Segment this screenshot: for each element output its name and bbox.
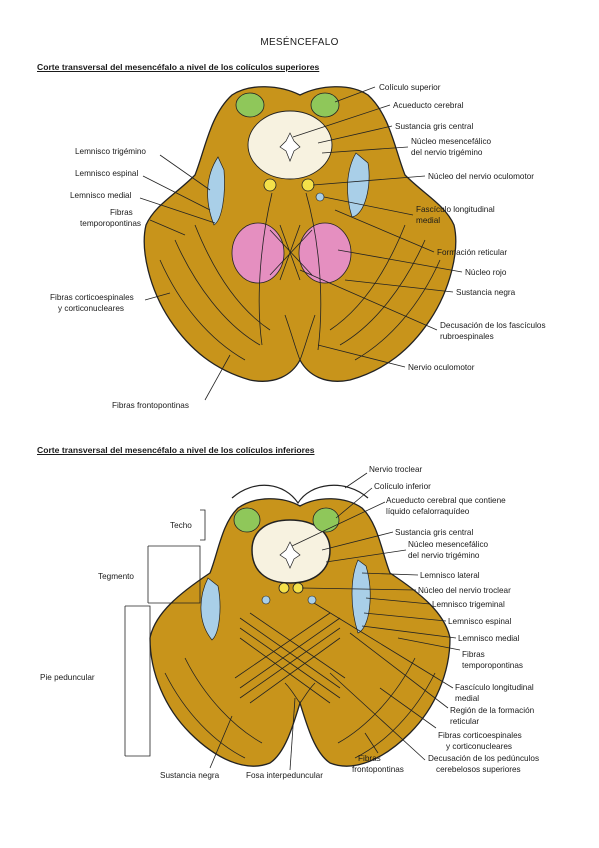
label-lemnisco-trigemino: Lemnisco trigémino	[75, 147, 146, 156]
lemniscus-left	[207, 156, 225, 226]
label-fasciculo-1: Fascículo longitudinal	[416, 205, 495, 214]
label-nucleo-mesencefalico-2-2: del nervio trigémino	[408, 551, 480, 560]
label-fibras-frontopontinas: Fibras frontopontinas	[112, 401, 189, 410]
label-fasciculo-2: medial	[416, 216, 440, 225]
fosa-notch	[284, 682, 316, 704]
label-acueducto-1: Acueducto cerebral que contiene	[386, 496, 506, 505]
label-sustancia-negra: Sustancia negra	[456, 288, 516, 297]
peduncle-fibres-right	[329, 224, 441, 361]
mlf-right	[315, 192, 325, 202]
label-sustancia-negra-2: Sustancia negra	[160, 771, 220, 780]
left-brackets	[124, 509, 206, 757]
lemniscus-left-2	[200, 577, 221, 641]
inferior-colliculus-left	[233, 507, 261, 533]
label-nucleo-mesencefalico-2: del nervio trigémino	[411, 148, 483, 157]
peduncle-fibres-right-2	[337, 657, 436, 759]
mlf-right-2	[307, 595, 317, 605]
label-lemnisco-espinal: Lemnisco espinal	[75, 169, 138, 178]
section-title-superior: Corte transversal del mesencéfalo a nive…	[37, 62, 320, 72]
diagram-superior-colliculi: Colículo superior Acueducto cerebral Sus…	[50, 83, 546, 410]
inferior-colliculus-right	[312, 507, 340, 533]
label-lemnisco-lateral: Lemnisco lateral	[420, 571, 480, 580]
label-nervio-oculomotor: Nervio oculomotor	[408, 363, 475, 372]
oculomotor-nerve-fibres	[258, 192, 322, 351]
superior-colliculus-right	[310, 92, 340, 118]
red-nucleus-right	[298, 222, 352, 284]
leader-lines	[139, 86, 463, 401]
label-decusacion-1: Decusación de los fascículos	[440, 321, 546, 330]
page-title: MESÉNCEFALO	[260, 37, 339, 48]
label-fibras-cortico-2: y corticonucleares	[58, 304, 124, 313]
label-acueducto-2: líquido cefalorraquídeo	[386, 507, 470, 516]
label-lemnisco-medial: Lemnisco medial	[70, 191, 132, 200]
oculomotor-nucleus-right	[301, 178, 315, 192]
label-fibras-fronto-1: Fibras	[358, 754, 381, 763]
label-fibras-cortico-2-2: y corticonucleares	[446, 742, 512, 751]
section-title-inferior: Corte transversal del mesencéfalo a nive…	[37, 445, 315, 455]
rubrospinal-decussation	[269, 224, 313, 281]
label-lemnisco-trigeminal: Lemnisco trigeminal	[432, 600, 505, 609]
label-tegmento: Tegmento	[98, 572, 134, 581]
red-nucleus-left	[231, 222, 285, 284]
peduncle-fibres-left	[159, 224, 271, 361]
label-fibras-temporo-1-2: Fibras	[462, 650, 485, 659]
lemniscus-right-2	[351, 559, 371, 634]
label-decusacion-1-2: Decusación de los pedúnculos	[428, 754, 539, 763]
label-techo: Techo	[170, 521, 192, 530]
label-region-1: Región de la formación	[450, 706, 535, 715]
mlf-left-2	[261, 595, 271, 605]
trochlear-nucleus-right	[292, 582, 304, 594]
trochlear-nerve-arc	[231, 484, 369, 505]
label-formacion-reticular: Formación reticular	[437, 248, 507, 257]
label-nervio-troclear: Nervio troclear	[369, 465, 423, 474]
label-lemnisco-espinal-2: Lemnisco espinal	[448, 617, 511, 626]
superior-colliculus-left	[235, 92, 265, 118]
cerebral-aqueduct-2	[279, 541, 301, 569]
label-fasciculo-1-2: Fascículo longitudinal	[455, 683, 534, 692]
label-fosa-interpeduncular: Fosa interpeduncular	[246, 771, 323, 780]
label-nucleo-mesencefalico-1-2: Núcleo mesencefálico	[408, 540, 489, 549]
label-region-2: reticular	[450, 717, 479, 726]
diagram-inferior-colliculi: Nervio troclear Colículo inferior Acuedu…	[40, 465, 539, 780]
cerebral-aqueduct	[279, 132, 301, 162]
label-nucleo-troclear: Núcleo del nervio troclear	[418, 586, 511, 595]
leader-lines-2	[209, 472, 461, 771]
label-coliculo-superior: Colículo superior	[379, 83, 441, 92]
label-fibras-temporo-1: Fibras	[110, 208, 133, 217]
label-nucleo-oculomotor: Núcleo del nervio oculomotor	[428, 172, 534, 181]
label-fibras-fronto-2: frontopontinas	[352, 765, 404, 774]
trochlear-nucleus-left	[278, 582, 290, 594]
label-sustancia-gris-central-2: Sustancia gris central	[395, 528, 473, 537]
label-sustancia-gris-central: Sustancia gris central	[395, 122, 473, 131]
label-acueducto-cerebral: Acueducto cerebral	[393, 101, 464, 110]
label-fibras-cortico-1: Fibras corticoespinales	[50, 293, 134, 302]
label-nucleo-mesencefalico-1: Núcleo mesencefálico	[411, 137, 492, 146]
label-fibras-temporo-2-2: temporopontinas	[462, 661, 523, 670]
label-decusacion-2-2: cerebelosos superiores	[436, 765, 521, 774]
label-fibras-cortico-1-2: Fibras corticoespinales	[438, 731, 522, 740]
peduncle-fibres-left-2	[164, 657, 263, 759]
label-fasciculo-2-2: medial	[455, 694, 479, 703]
cerebellar-peduncle-decussation	[234, 612, 346, 704]
label-nucleo-rojo: Núcleo rojo	[465, 268, 507, 277]
label-lemnisco-medial-2: Lemnisco medial	[458, 634, 520, 643]
label-decusacion-2: rubroespinales	[440, 332, 494, 341]
label-pie-peduncular: Pie peduncular	[40, 673, 95, 682]
label-coliculo-inferior: Colículo inferior	[374, 482, 431, 491]
interpeduncular-notch	[284, 314, 316, 362]
label-fibras-temporo-2: temporopontinas	[80, 219, 141, 228]
oculomotor-nucleus-left	[263, 178, 277, 192]
